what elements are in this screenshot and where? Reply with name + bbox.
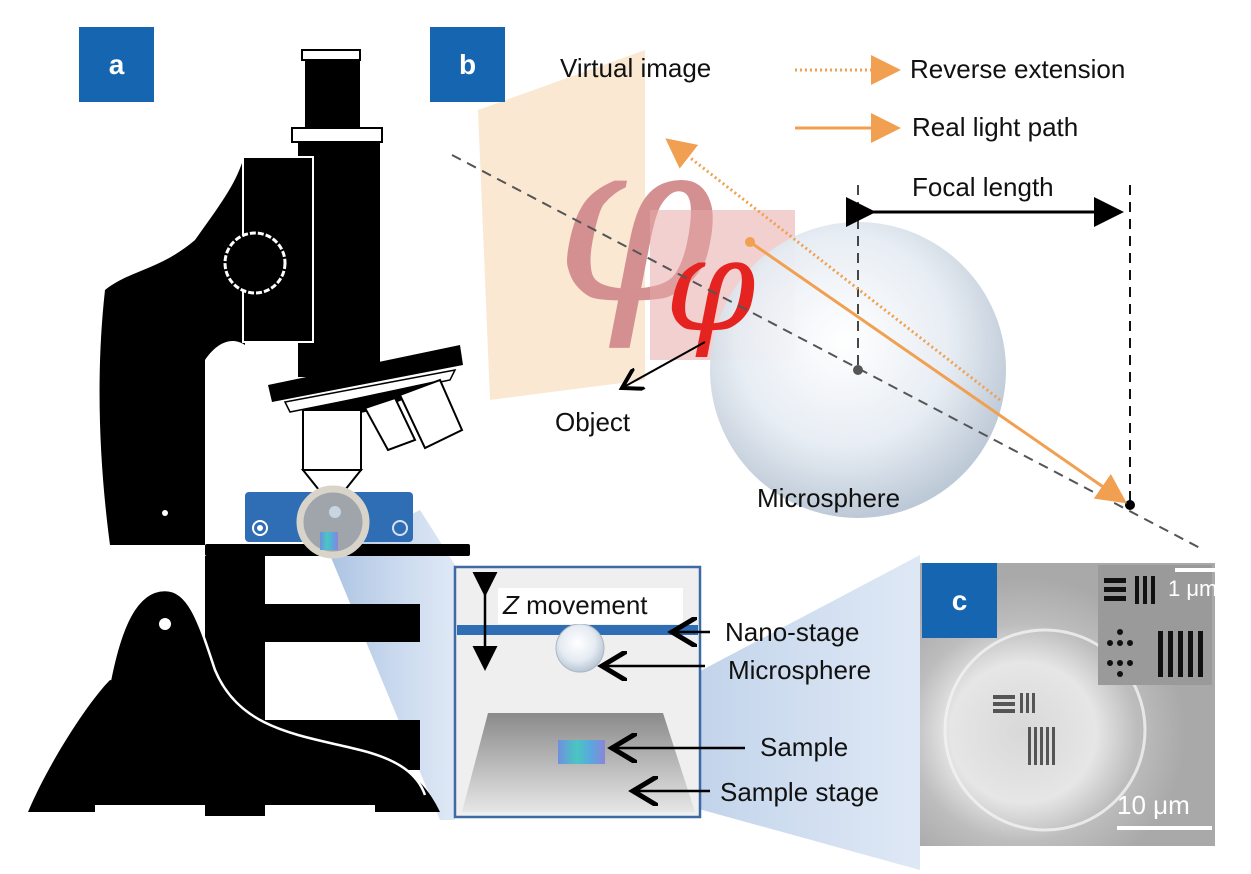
- focal-length-label: Focal length: [912, 172, 1054, 202]
- object-pointer: [622, 341, 706, 388]
- scale-bar-main: [1117, 826, 1212, 830]
- callout-sample-stage: Sample stage: [720, 777, 879, 807]
- scale-bar-inset: [1175, 568, 1217, 572]
- inset-microsphere: [555, 623, 605, 673]
- panel-c-badge: c: [922, 563, 997, 638]
- panel-a-badge: a: [79, 27, 154, 102]
- z-movement-text: movement: [526, 590, 648, 620]
- focal-point: [1125, 500, 1135, 510]
- optics-diagram: φ φ: [451, 50, 1201, 549]
- object-phi: φ: [665, 209, 756, 361]
- sample-chip: [558, 740, 605, 764]
- real-light-path: [749, 240, 1127, 504]
- sphere-center: [853, 365, 863, 375]
- panel-b-badge: b: [430, 27, 505, 102]
- legend-real-light-path-label: Real light path: [912, 112, 1079, 142]
- microscope-illustration: [28, 49, 470, 816]
- z-movement-label: Z movement: [503, 590, 648, 621]
- microsphere-label: Microsphere: [757, 483, 901, 513]
- stage-inset: [453, 565, 745, 819]
- virtual-image-label: Virtual image: [560, 53, 712, 83]
- callout-nano-stage: Nano-stage: [725, 617, 860, 647]
- virtual-image-plane: [478, 50, 645, 400]
- optical-axis: [451, 154, 1201, 549]
- scale-label-main: 10 μm: [1117, 790, 1190, 820]
- z-axis-symbol: Z: [503, 590, 519, 620]
- legend-reverse-extension-label: Reverse extension: [910, 54, 1126, 84]
- callout-microsphere: Microsphere: [728, 655, 872, 685]
- object-label: Object: [555, 407, 631, 437]
- callout-sample: Sample: [760, 732, 849, 762]
- scale-label-inset: 1 μm: [1168, 576, 1218, 601]
- zoom-beam-a: [330, 510, 455, 820]
